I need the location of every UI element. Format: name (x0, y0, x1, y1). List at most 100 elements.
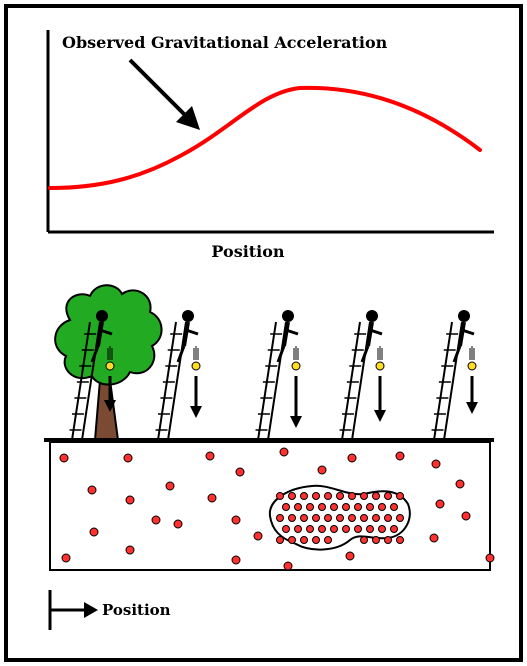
label-pointer-arrow-shaft (128, 58, 190, 120)
legend-arrowhead (84, 602, 98, 618)
particle (279, 447, 289, 457)
particle (125, 545, 135, 555)
person-body (96, 321, 104, 347)
dense-particle (282, 525, 290, 533)
dense-particle (288, 514, 296, 522)
particle (395, 451, 405, 461)
dense-particle (312, 536, 320, 544)
person-head (458, 310, 470, 322)
particle (317, 465, 327, 475)
observer (339, 310, 386, 441)
dense-particle (372, 514, 380, 522)
dense-particle (354, 525, 362, 533)
person-arm (461, 328, 475, 336)
particle (253, 531, 263, 541)
dense-particle (378, 503, 386, 511)
person-head (282, 310, 294, 322)
label-pointer-arrowhead (176, 106, 200, 130)
dense-particle (384, 536, 392, 544)
particle (151, 515, 161, 525)
subsurface-particles (59, 447, 495, 571)
person-head (182, 310, 194, 322)
dense-particle (276, 492, 284, 500)
gravity-arrowhead (104, 400, 116, 412)
observer (431, 310, 478, 441)
dense-particle (306, 525, 314, 533)
dense-particle (330, 503, 338, 511)
ladder-rail (341, 321, 361, 441)
acceleration-graph: Observed Gravitational Acceleration Posi… (46, 30, 494, 261)
dense-particle (294, 525, 302, 533)
dense-particle (396, 492, 404, 500)
particle (235, 467, 245, 477)
person-body (458, 321, 466, 347)
particle (429, 533, 439, 543)
dense-particle (300, 492, 308, 500)
dense-particle (396, 536, 404, 544)
graph-x-label: Position (211, 242, 285, 261)
person-head (96, 310, 108, 322)
particle (283, 561, 293, 571)
dense-particle (312, 492, 320, 500)
dense-particle (306, 503, 314, 511)
observer (255, 310, 302, 441)
dense-particle (396, 514, 404, 522)
curve-label: Observed Gravitational Acceleration (62, 33, 388, 52)
person-head (366, 310, 378, 322)
dense-particle (276, 536, 284, 544)
ladder-rail (157, 321, 177, 441)
particle (347, 453, 357, 463)
ladder-rail (71, 321, 91, 441)
particle (125, 495, 135, 505)
dense-particle (390, 525, 398, 533)
dense-particle (276, 514, 284, 522)
dense-particle (282, 503, 290, 511)
tree (54, 284, 163, 441)
person-leg (276, 345, 286, 363)
observer (155, 310, 202, 441)
person-arm (369, 328, 383, 336)
particle (485, 553, 495, 563)
dense-particle (384, 492, 392, 500)
dense-particle (288, 492, 296, 500)
dense-particle (348, 514, 356, 522)
dense-particle (318, 525, 326, 533)
dense-particle (324, 536, 332, 544)
particle (231, 515, 241, 525)
particle (165, 481, 175, 491)
dense-particle (288, 536, 296, 544)
dense-particle (324, 492, 332, 500)
particle (205, 451, 215, 461)
acceleration-curve (48, 85, 482, 190)
dense-particle (372, 492, 380, 500)
falling-ball (191, 361, 201, 371)
dense-particle (360, 514, 368, 522)
position-axis-legend: Position (48, 590, 171, 630)
dense-particle (360, 536, 368, 544)
dense-particle (354, 503, 362, 511)
dense-particle (366, 503, 374, 511)
subsurface-block (49, 441, 491, 571)
dense-particle (348, 492, 356, 500)
particle (435, 499, 445, 509)
person-leg (452, 345, 462, 363)
tree-canopy (54, 284, 163, 386)
person-body (282, 321, 290, 347)
dense-particle (336, 492, 344, 500)
dense-particle (330, 525, 338, 533)
particle (59, 453, 69, 463)
dense-particle (300, 514, 308, 522)
particle (431, 459, 441, 469)
observer (69, 310, 116, 441)
person-body (182, 321, 190, 347)
ladder-rail (433, 321, 453, 441)
ladder-rail (257, 321, 277, 441)
dense-particle (360, 492, 368, 500)
dense-particle (384, 514, 392, 522)
dense-particle (294, 503, 302, 511)
dense-particle (312, 514, 320, 522)
dense-particle (324, 514, 332, 522)
particle (173, 519, 183, 529)
